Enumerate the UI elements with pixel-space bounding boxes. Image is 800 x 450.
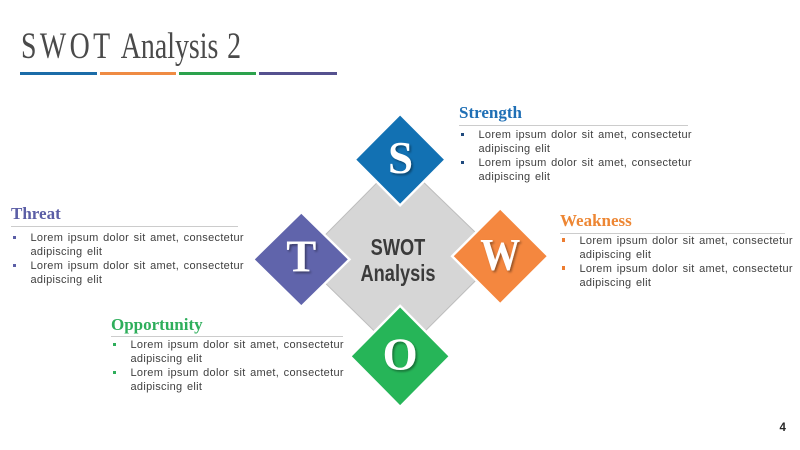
svg-text:W: W — [480, 230, 520, 280]
svg-text:O: O — [383, 330, 418, 380]
svg-text:T: T — [286, 231, 316, 281]
svg-text:S: S — [388, 133, 413, 183]
